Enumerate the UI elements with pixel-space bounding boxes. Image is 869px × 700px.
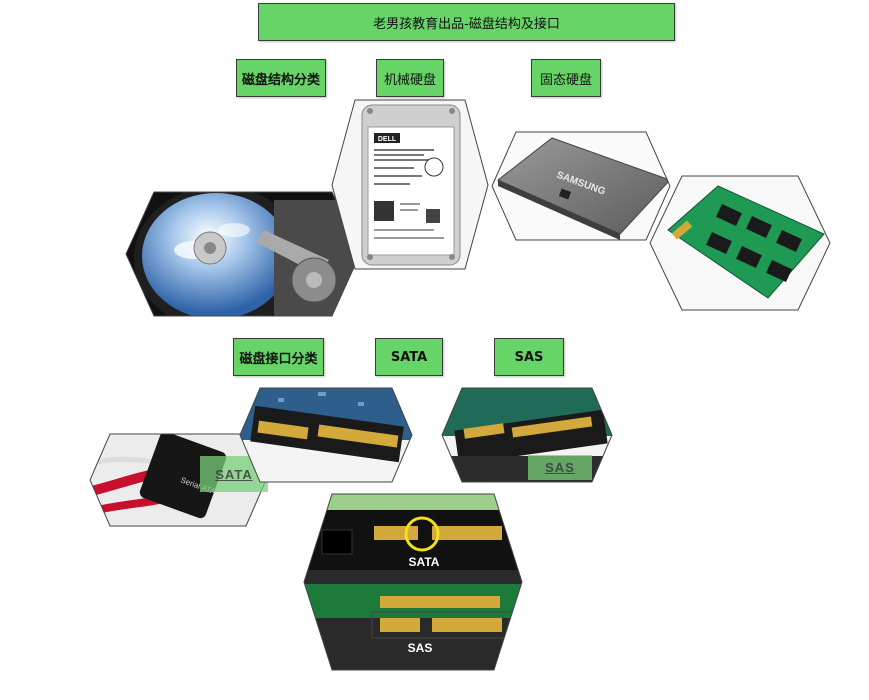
ssd-label: 固态硬盘 [531,59,601,97]
disk-interface-heading: 磁盘接口分类 [233,338,324,376]
sata-connector-image [239,387,413,483]
dell-hdd-image: DELL [331,99,489,270]
sas-caption-text: SAS [408,641,433,655]
sata-sas-comparison-image: SATA SAS [303,493,523,671]
sas-label: SAS [494,338,564,376]
sata-label: SATA [375,338,443,376]
sas-overlay-label: SAS [528,455,592,480]
disk-structure-heading: 磁盘结构分类 [236,59,326,97]
ssd-circuit-board-image [649,175,831,311]
hdd-label: 机械硬盘 [376,59,444,97]
sata-caption-text: SATA [409,555,440,569]
samsung-ssd-image: SAMSUNG [491,131,671,241]
page-title: 老男孩教育出品-磁盘结构及接口 [258,3,675,41]
dell-brand-text: DELL [378,136,397,143]
hdd-platter-image [125,191,361,317]
